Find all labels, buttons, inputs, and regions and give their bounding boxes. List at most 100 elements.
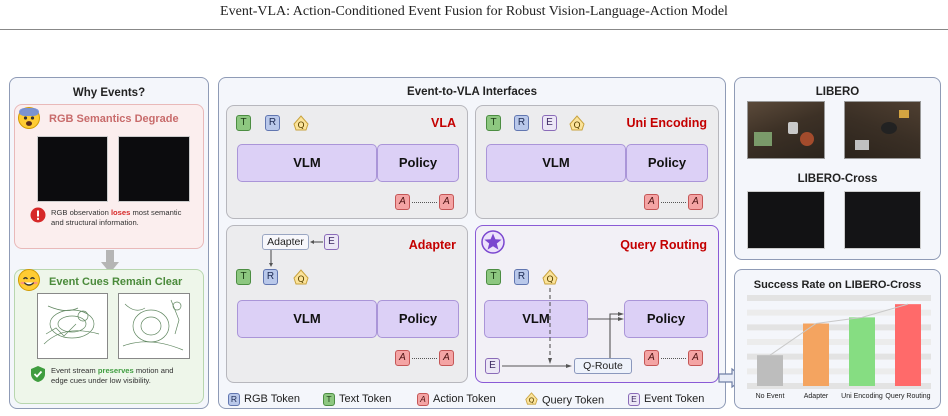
- interfaces-title: Event-to-VLA Interfaces: [407, 86, 537, 98]
- dark-rgb-frame-2: [118, 136, 190, 202]
- event-clear-title: Event Cues Remain Clear: [49, 276, 183, 288]
- action-token-end: A: [439, 194, 454, 210]
- smiling-face-icon: [17, 268, 41, 292]
- query-policy-block: Policy: [624, 300, 708, 338]
- libero-title: LIBERO: [815, 86, 860, 98]
- action-token-end: A: [688, 194, 703, 210]
- header-rule: [0, 29, 948, 30]
- text-token: T: [236, 269, 251, 285]
- action-token-dots: [412, 202, 437, 203]
- why-events-panel: Why Events? RGB Semantics Degrade RGB ob…: [9, 77, 209, 409]
- action-token-start: A: [395, 194, 410, 210]
- text-token-swatch: T: [323, 392, 335, 406]
- query-token-icon: Q: [569, 115, 585, 131]
- chart-title: Success Rate on LIBERO-Cross: [753, 279, 922, 291]
- query-token-icon: Q: [293, 269, 309, 285]
- action-token-start: A: [644, 194, 659, 210]
- text-token: T: [236, 115, 251, 131]
- query-routing-title: Query Routing: [620, 238, 707, 252]
- vla-title: VLA: [431, 116, 456, 130]
- event-clear-note: Event stream preserves motion and edge c…: [51, 366, 191, 386]
- clear-note-highlight: preserves: [97, 366, 134, 375]
- svg-text:Q: Q: [573, 121, 580, 131]
- query-token-swatch-icon: Q: [525, 392, 538, 409]
- action-token-end: A: [688, 350, 703, 366]
- uni-vlm-block: VLM: [486, 144, 626, 182]
- dark-rgb-frame-1: [37, 136, 108, 202]
- libero-cross-title: LIBERO-Cross: [797, 173, 878, 185]
- category-label: Uni Encoding: [841, 393, 883, 400]
- adapter-arrows: [269, 240, 323, 267]
- category-label: Query Routing: [885, 393, 930, 400]
- event-clear-card: Event Cues Remain Clear Event stream pre…: [14, 269, 204, 404]
- clear-note-pre: Event stream: [51, 366, 98, 375]
- query-vlm-block: VLM: [484, 300, 588, 338]
- query-token-icon: Q: [293, 115, 309, 131]
- shield-check-icon: [30, 365, 46, 383]
- rgb-token: R: [514, 115, 529, 131]
- adapter-interface: Adapter E T R Q Adapter VLM Policy A A: [226, 225, 468, 383]
- rgb-token-swatch: R: [228, 392, 240, 406]
- star-icon: [481, 230, 505, 254]
- libero-cross-frame-2: [844, 191, 921, 249]
- libero-frame-2: [844, 101, 921, 159]
- event-token: E: [542, 115, 557, 131]
- legend-rgb-label: RGB Token: [244, 393, 301, 405]
- success-rate-panel: Success Rate on LIBERO-Cross No Event Ada…: [734, 269, 941, 409]
- q-route-box: Q-Route: [574, 358, 632, 374]
- event-token: E: [324, 234, 339, 250]
- event-token: E: [485, 358, 500, 374]
- query-routing-interface: Query Routing T R Q VLM Policy E Q-Route…: [475, 225, 719, 383]
- action-token-dots: [412, 358, 437, 359]
- legend-action-label: Action Token: [433, 393, 496, 405]
- warning-icon: [30, 207, 46, 223]
- event-frame-2: [118, 293, 190, 359]
- svg-text:Q: Q: [297, 121, 304, 131]
- legend-text: T Text Token: [323, 392, 391, 406]
- action-token-start: A: [644, 350, 659, 366]
- action-token-swatch: A: [417, 392, 429, 406]
- interfaces-panel: Event-to-VLA Interfaces T R Q VLA VLM Po…: [218, 77, 726, 409]
- bar-query-routing: [895, 304, 921, 386]
- action-token-dots: [661, 358, 686, 359]
- clear-note-post: motion and edge cues under low visibilit…: [51, 366, 174, 385]
- svg-text:Q: Q: [529, 396, 535, 405]
- uni-policy-block: Policy: [626, 144, 708, 182]
- adapter-title: Adapter: [408, 238, 456, 252]
- svg-text:Q: Q: [297, 275, 304, 285]
- trend-line: [769, 303, 909, 356]
- query-token-icon: Q: [542, 269, 558, 285]
- rgb-degrade-card: RGB Semantics Degrade RGB observation lo…: [14, 104, 204, 249]
- legend-query-label: Query Token: [542, 394, 605, 407]
- adapter-policy-block: Policy: [377, 300, 459, 338]
- rgb-degrade-title: RGB Semantics Degrade: [49, 113, 179, 125]
- text-token: T: [486, 115, 501, 131]
- category-label: Adapter: [804, 393, 829, 400]
- vla-vlm-block: VLM: [237, 144, 377, 182]
- rgb-token: R: [265, 115, 280, 131]
- legend-text-label: Text Token: [339, 393, 392, 405]
- bar-no-event: [757, 355, 783, 386]
- action-token-start: A: [395, 350, 410, 366]
- query-routing-arrows: [502, 288, 624, 368]
- adapter-box: Adapter: [262, 234, 309, 250]
- degrade-note-pre: RGB observation: [51, 208, 111, 217]
- bar-uni-encoding: [849, 317, 875, 386]
- rgb-token: R: [263, 269, 278, 285]
- vla-policy-block: Policy: [377, 144, 459, 182]
- legend-rgb: R RGB Token: [228, 392, 300, 406]
- paper-title: Event-VLA: Action-Conditioned Event Fusi…: [220, 4, 728, 19]
- text-token: T: [486, 269, 501, 285]
- degrade-note-highlight: loses: [110, 208, 131, 217]
- bar-adapter: [803, 323, 829, 386]
- legend-event-label: Event Token: [644, 393, 705, 405]
- rgb-token: R: [514, 269, 529, 285]
- category-label: No Event: [756, 393, 785, 400]
- down-arrow-icon: [100, 250, 120, 274]
- event-frame-1: [37, 293, 108, 359]
- fearful-face-icon: [17, 106, 41, 130]
- rgb-degrade-note: RGB observation loses most semantic and …: [51, 208, 191, 228]
- uni-encoding-title: Uni Encoding: [626, 116, 707, 130]
- action-token-end: A: [439, 350, 454, 366]
